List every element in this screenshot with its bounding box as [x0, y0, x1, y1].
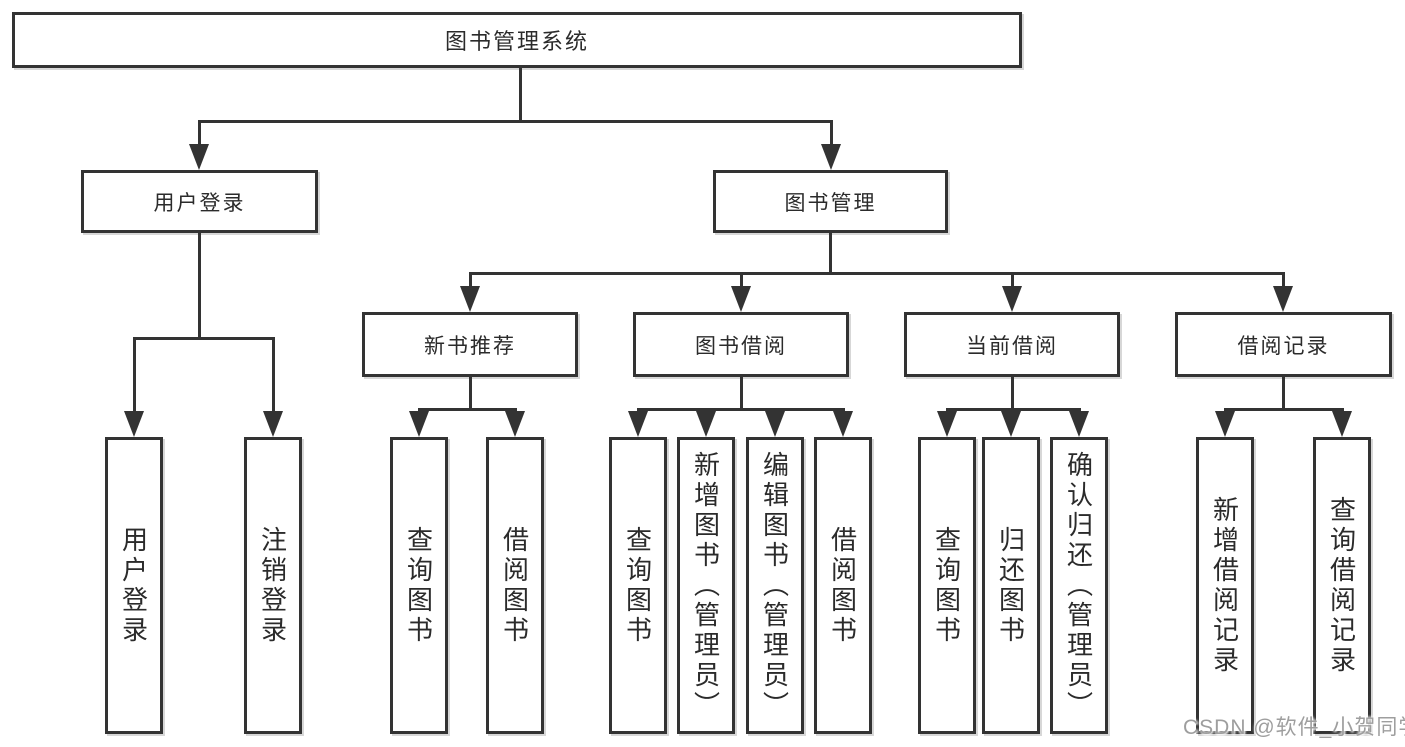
node-label: 归还图书 — [995, 525, 1026, 646]
node-label: 借阅图书 — [827, 525, 858, 646]
connector-stem — [829, 120, 833, 148]
connector-root-branch — [197, 120, 833, 123]
node-label: 借阅记录 — [1237, 334, 1330, 358]
connector-stem — [197, 233, 201, 337]
node-book-borrowing: 图书借阅 — [633, 312, 849, 377]
arrow-down-icon — [409, 411, 429, 437]
arrow-down-icon — [731, 286, 751, 312]
node-label: 图书管理系统 — [444, 29, 589, 54]
arrow-down-icon — [124, 411, 144, 437]
arrow-down-icon — [937, 411, 957, 437]
connector-branch — [132, 337, 275, 340]
connector-branch — [468, 272, 1285, 275]
arrow-down-icon — [460, 286, 480, 312]
leaf-records-add-record: 新增借阅记录 — [1196, 437, 1254, 734]
leaf-user-login: 用户登录 — [105, 437, 163, 734]
node-label: 查询图书 — [931, 525, 962, 646]
arrow-down-icon — [1273, 286, 1293, 312]
node-label: 借阅图书 — [499, 525, 530, 646]
leaf-current-return-books: 归还图书 — [982, 437, 1040, 734]
arrow-down-icon — [263, 411, 283, 437]
connector-stem — [132, 337, 136, 415]
node-current-borrowing: 当前借阅 — [904, 312, 1120, 377]
arrow-down-icon — [765, 411, 785, 437]
connector-stem — [1281, 272, 1285, 289]
node-library-management-system: 图书管理系统 — [12, 12, 1022, 68]
leaf-borrowing-borrow-books: 借阅图书 — [814, 437, 872, 734]
leaf-borrowing-edit-book-admin: 编辑图书（管理员） — [746, 437, 804, 734]
connector-stem — [271, 337, 275, 415]
connector-branch — [1223, 408, 1344, 411]
arrow-down-icon — [505, 411, 525, 437]
node-borrowing-records: 借阅记录 — [1175, 312, 1392, 377]
node-label: 新增图书（管理员） — [690, 450, 721, 721]
node-user-login: 用户登录 — [81, 170, 318, 233]
connector-root-stem — [518, 68, 522, 120]
leaf-records-query-record: 查询借阅记录 — [1313, 437, 1371, 734]
node-label: 查询借阅记录 — [1326, 495, 1357, 676]
connector-stem — [1010, 272, 1014, 289]
arrow-down-icon — [821, 144, 841, 170]
connector-branch — [636, 408, 845, 411]
node-label: 用户登录 — [118, 525, 149, 646]
connector-stem — [739, 272, 743, 289]
connector-stem — [739, 377, 743, 408]
arrow-down-icon — [1002, 286, 1022, 312]
connector-stem — [1281, 377, 1285, 408]
arrow-down-icon — [1069, 411, 1089, 437]
node-label: 注销登录 — [257, 525, 288, 646]
node-label: 确认归还（管理员） — [1063, 450, 1094, 721]
csdn-watermark: CSDN @软件_小贺同学 — [1183, 716, 1405, 739]
arrow-down-icon — [1215, 411, 1235, 437]
node-label: 用户登录 — [153, 191, 246, 215]
node-new-book-recommendation: 新书推荐 — [362, 312, 578, 377]
arrow-down-icon — [1332, 411, 1352, 437]
arrow-down-icon — [696, 411, 716, 437]
leaf-current-query-books: 查询图书 — [918, 437, 976, 734]
node-label: 查询图书 — [622, 525, 653, 646]
leaf-borrowing-add-book-admin: 新增图书（管理员） — [677, 437, 735, 734]
node-label: 查询图书 — [403, 525, 434, 646]
node-label: 当前借阅 — [966, 334, 1058, 358]
arrow-down-icon — [628, 411, 648, 437]
connector-branch — [945, 408, 1081, 411]
connector-stem — [197, 120, 201, 148]
leaf-recommend-query-books: 查询图书 — [390, 437, 448, 734]
arrow-down-icon — [1001, 411, 1021, 437]
connector-branch — [417, 408, 517, 411]
node-label: 图书借阅 — [695, 334, 787, 358]
arrow-down-icon — [189, 144, 209, 170]
leaf-borrowing-query-books: 查询图书 — [609, 437, 667, 734]
node-label: 编辑图书（管理员） — [759, 450, 790, 721]
leaf-recommend-borrow-books: 借阅图书 — [486, 437, 544, 734]
node-book-management: 图书管理 — [713, 170, 948, 233]
connector-stem — [829, 233, 832, 272]
node-label: 图书管理 — [784, 191, 877, 215]
connector-stem — [1010, 377, 1014, 408]
arrow-down-icon — [833, 411, 853, 437]
node-label: 新增借阅记录 — [1209, 495, 1240, 676]
node-label: 新书推荐 — [424, 334, 516, 358]
connector-stem — [468, 377, 472, 408]
leaf-current-confirm-return-admin: 确认归还（管理员） — [1050, 437, 1108, 734]
leaf-logout: 注销登录 — [244, 437, 302, 734]
connector-stem — [468, 272, 472, 289]
